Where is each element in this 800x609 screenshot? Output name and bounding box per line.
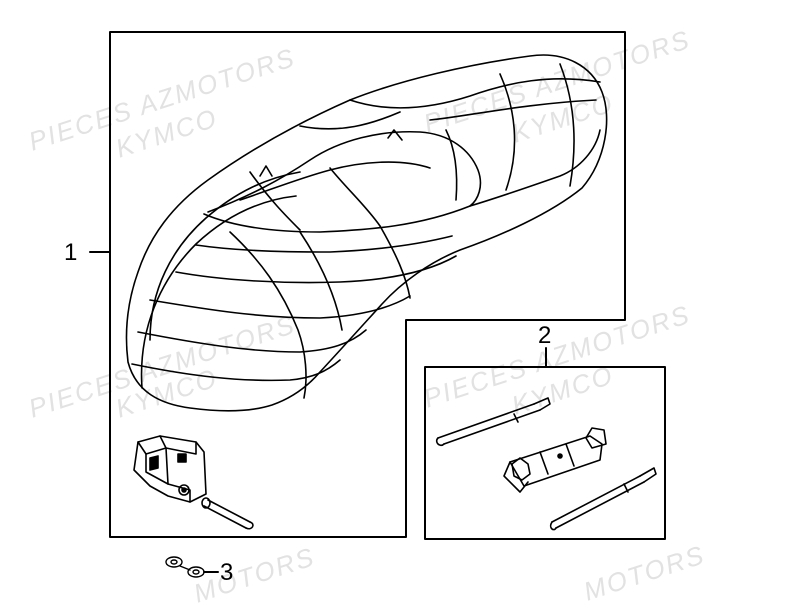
tool-kit-frame xyxy=(424,366,666,540)
callout-1: 1 xyxy=(64,239,78,266)
seat-frame xyxy=(109,31,626,538)
callout-3: 3 xyxy=(220,559,234,586)
callout-2: 2 xyxy=(538,322,552,349)
tool-screwdriver-bar xyxy=(549,467,657,531)
tool-socket-wrench xyxy=(503,427,607,493)
washer-nut xyxy=(165,556,205,578)
seat-drawing xyxy=(125,54,608,412)
seat-hinge-pin xyxy=(201,497,254,530)
tool-extension-bar xyxy=(435,397,551,447)
seat-hinge-bracket xyxy=(133,435,207,503)
